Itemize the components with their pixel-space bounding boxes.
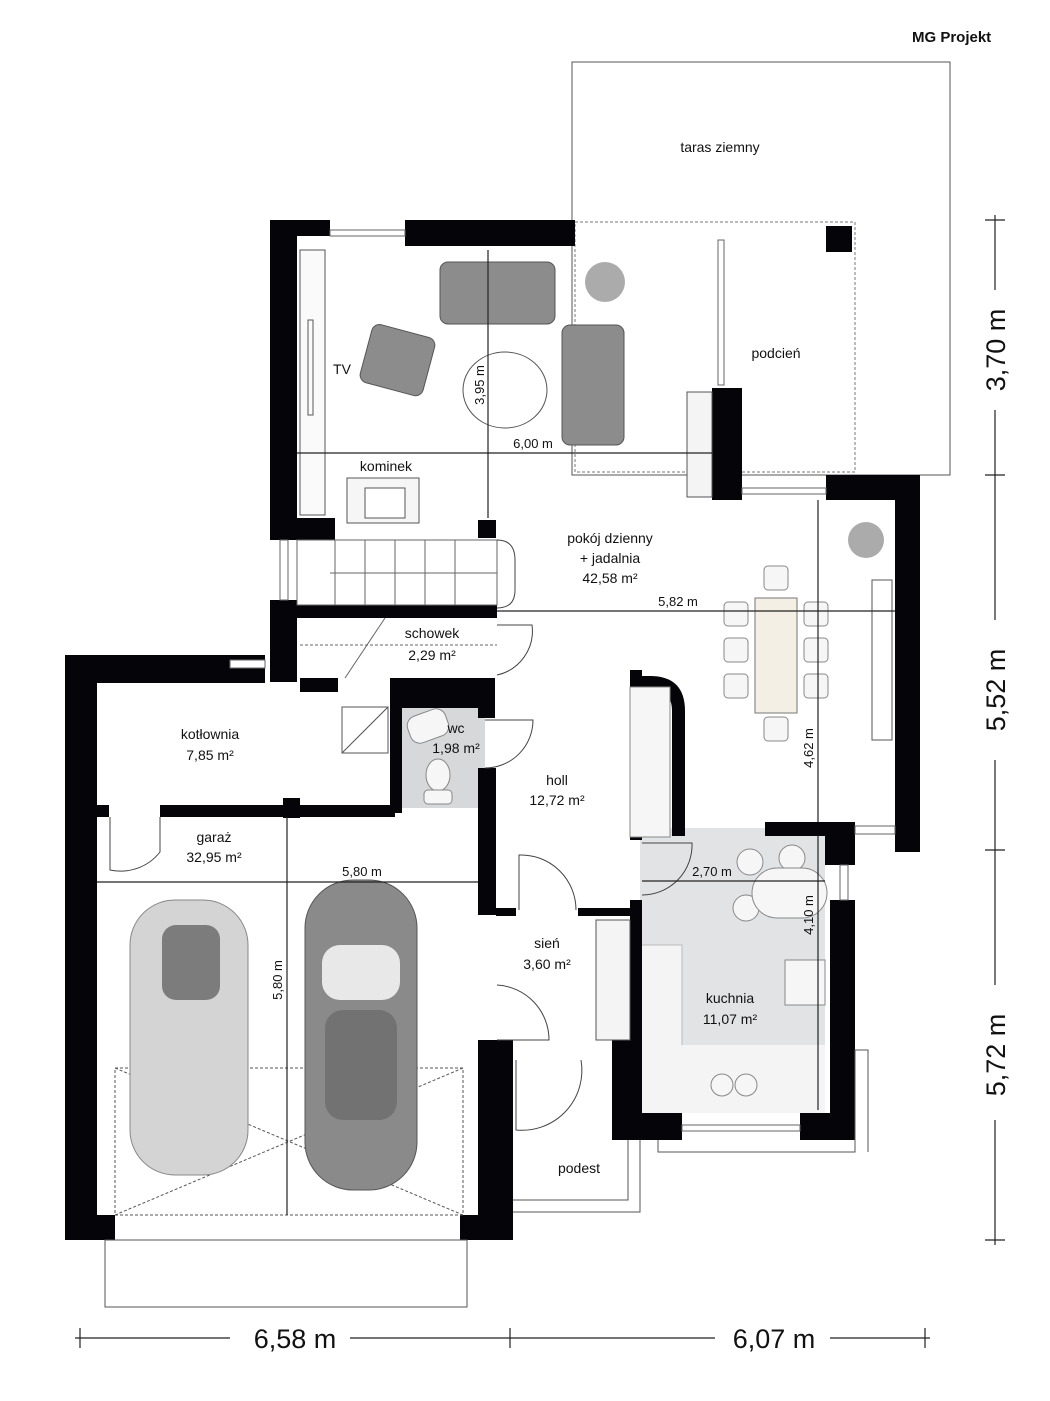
room-holl-name: holl bbox=[546, 772, 568, 788]
outer-dimension-lines bbox=[75, 215, 1005, 1348]
doors bbox=[109, 539, 693, 1131]
room-pokoj-name-2: + jadalnia bbox=[580, 550, 641, 566]
dim-garage-depth: 5,80 m bbox=[270, 960, 285, 1000]
room-holl-area: 12,72 m² bbox=[529, 792, 585, 808]
plant bbox=[585, 262, 625, 302]
plant bbox=[848, 522, 884, 558]
windows bbox=[229, 229, 896, 1132]
outer-dim-bottom-1: 6,58 m bbox=[254, 1324, 337, 1354]
furniture bbox=[129, 261, 884, 1191]
dim-living-depth: 3,95 m bbox=[472, 365, 487, 405]
car-dark-roof bbox=[325, 1010, 397, 1120]
car-dark-windshield bbox=[322, 945, 400, 1000]
tv-label: TV bbox=[333, 361, 352, 377]
dim-kitchen-width: 2,70 m bbox=[692, 864, 732, 879]
sofa bbox=[439, 261, 556, 325]
room-taras-name: taras ziemny bbox=[680, 139, 759, 155]
outer-dim-right-3: 5,72 m bbox=[981, 1014, 1011, 1097]
room-kuchnia-name: kuchnia bbox=[706, 990, 754, 1006]
sofa bbox=[561, 324, 625, 446]
room-kotlownia-name: kotłownia bbox=[181, 726, 240, 742]
outer-dim-right-1: 3,70 m bbox=[981, 309, 1011, 392]
room-podest-name: podest bbox=[558, 1160, 600, 1176]
room-wc-name: wc bbox=[446, 720, 464, 736]
room-garaz-area: 32,95 m² bbox=[186, 849, 242, 865]
rug bbox=[462, 351, 548, 429]
stairs bbox=[296, 539, 498, 679]
car-light-roof bbox=[162, 925, 220, 1000]
room-podcien-name: podcień bbox=[751, 345, 800, 361]
armchair bbox=[359, 324, 436, 397]
dim-dining-width: 5,82 m bbox=[658, 594, 698, 609]
room-kuchnia-area: 11,07 m² bbox=[703, 1011, 758, 1027]
room-sien-name: sień bbox=[534, 935, 560, 951]
terrace-outline bbox=[571, 61, 951, 476]
outer-dim-bottom-2: 6,07 m bbox=[733, 1324, 816, 1354]
dim-dining-depth: 4,62 m bbox=[801, 728, 816, 768]
room-pokoj-name-1: pokój dzienny bbox=[567, 530, 653, 546]
room-garaz-name: garaż bbox=[196, 829, 231, 845]
outer-dim-right-2: 5,52 m bbox=[981, 649, 1011, 732]
dim-living-width: 6,00 m bbox=[513, 436, 553, 451]
brand-logo: MG Projekt bbox=[912, 29, 991, 46]
room-schowek-area: 2,29 m² bbox=[408, 647, 456, 663]
dim-garage-width: 5,80 m bbox=[342, 864, 382, 879]
room-wc-area: 1,98 m² bbox=[432, 740, 480, 756]
room-pokoj-area: 42,58 m² bbox=[582, 570, 638, 586]
room-schowek-name: schowek bbox=[405, 625, 460, 641]
walls bbox=[65, 220, 920, 1240]
porch-pillar bbox=[826, 226, 852, 252]
dining-table bbox=[754, 597, 798, 714]
room-kotlownia-area: 7,85 m² bbox=[186, 747, 234, 763]
inner-dimension-lines bbox=[97, 250, 895, 1215]
dim-kitchen-depth: 4,10 m bbox=[801, 895, 816, 935]
room-sien-area: 3,60 m² bbox=[523, 956, 571, 972]
kominek-label: kominek bbox=[360, 458, 413, 474]
kitchen-counter-bottom bbox=[640, 1045, 825, 1113]
